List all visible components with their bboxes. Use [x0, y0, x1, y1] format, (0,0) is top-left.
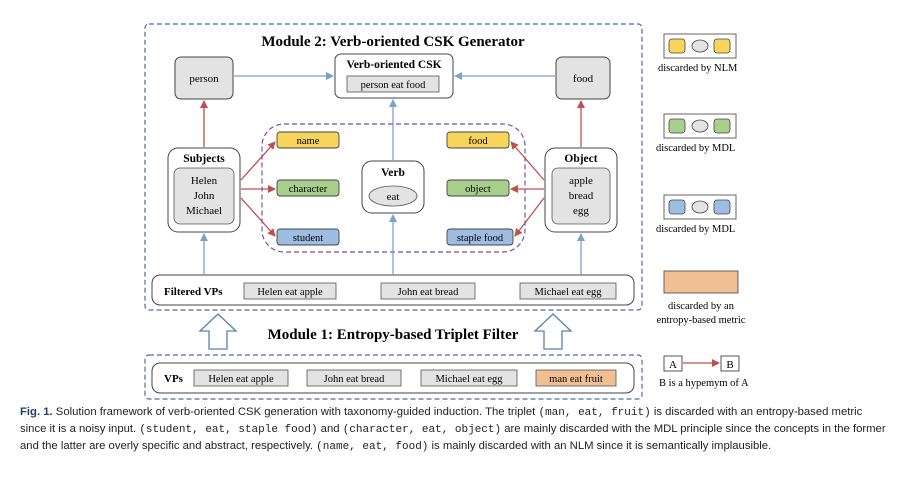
concept-staple-food: staple food — [457, 233, 504, 244]
concept-object-box — [446, 179, 510, 197]
verb-ellipse — [368, 185, 418, 207]
subjects-title: Subjects — [183, 153, 225, 165]
subject-item: Michael — [186, 205, 222, 217]
filtered-vp-box — [243, 282, 337, 300]
caption-triplet: (student, eat, staple food) — [139, 424, 318, 436]
figure-caption: Fig. 1. Solution framework of verb-orien… — [20, 404, 888, 455]
vp-box-noisy — [535, 369, 617, 387]
filtered-vp: John eat bread — [398, 287, 459, 298]
csk-example: person eat food — [361, 80, 426, 91]
arrow-subjects-to-student — [240, 197, 276, 237]
top-object-label: food — [573, 73, 594, 85]
verb-value: eat — [387, 191, 400, 203]
concept-character: character — [289, 184, 328, 195]
legend-node-b-box — [720, 355, 740, 372]
legend-nlm-right — [713, 38, 731, 54]
legend-hypernym-label: B is a hypemym of A — [659, 378, 749, 389]
legend-mdl-blue-mid — [691, 200, 709, 214]
legend-mdl-blue-right — [713, 199, 731, 215]
vp-box — [306, 369, 402, 387]
subjects-inner — [173, 167, 235, 225]
module2-title: Module 2: Verb-oriented CSK Generator — [261, 34, 525, 50]
filtered-vps-label: Filtered VPs — [164, 286, 223, 298]
csk-example-box — [346, 75, 440, 93]
concept-name: name — [297, 136, 320, 147]
concept-character-box — [276, 179, 340, 197]
arrow-object-to-staple-food — [514, 197, 545, 237]
legend-mdl-green-left — [668, 118, 686, 134]
object-inner — [551, 167, 611, 225]
object-item: bread — [569, 190, 594, 202]
concept-food-box — [446, 131, 510, 149]
concept-student: student — [293, 233, 323, 244]
object-item: apple — [569, 175, 593, 187]
concept-student-box — [276, 228, 340, 246]
concept-name-box — [276, 131, 340, 149]
caption-label: Fig. 1. — [20, 406, 53, 418]
legend-node-a: A — [669, 359, 677, 371]
legend-node-a-box — [663, 355, 683, 372]
filtered-vp: Helen eat apple — [257, 287, 323, 298]
legend-nlm-left — [668, 38, 686, 54]
caption-triplet: (man, eat, fruit) — [538, 407, 651, 419]
module2-container — [144, 23, 643, 311]
csk-title: Verb-oriented CSK — [346, 59, 441, 71]
vp-noisy: man eat fruit — [549, 374, 603, 385]
caption-text: and — [317, 423, 343, 435]
arrow-subjects-to-name — [240, 141, 276, 181]
legend-mdl-green-right — [713, 118, 731, 134]
object-title: Object — [564, 153, 597, 165]
vps-label: VPs — [164, 373, 184, 385]
vp-box — [193, 369, 289, 387]
hollow-up-arrow-right — [533, 313, 573, 350]
legend-nlm-label: discarded by NLM — [658, 63, 738, 74]
concept-staple-food-box — [446, 228, 514, 246]
filtered-vp-box — [519, 282, 617, 300]
legend-entropy-line2: entropy-based metric — [657, 315, 746, 326]
verb-title: Verb — [381, 167, 405, 179]
concept-object: object — [465, 184, 491, 195]
legend-entropy-line1: discarded by an — [668, 301, 735, 312]
legend-mdl-blue-left — [668, 199, 686, 215]
subject-item: John — [194, 190, 215, 202]
subject-item: Helen — [191, 175, 218, 187]
caption-text: is discarded with an entropy-based metri… — [20, 406, 863, 435]
top-object-box — [555, 56, 611, 100]
filtered-vp: Michael eat egg — [534, 287, 602, 298]
hollow-up-arrow-left — [198, 313, 238, 350]
concept-food: food — [468, 136, 488, 147]
framework-figure: Module 2: Verb-oriented CSK Generator Ve… — [144, 23, 749, 400]
module1-title: Module 1: Entropy-based Triplet Filter — [268, 327, 519, 343]
vps-container — [144, 354, 643, 400]
caption-triplet: (name, eat, food) — [316, 441, 429, 453]
legend-entropy-swatch — [663, 270, 739, 294]
legend-mdl-green-mid — [691, 119, 709, 133]
top-subject-box — [174, 56, 234, 100]
vp: Helen eat apple — [208, 374, 274, 385]
legend-mdl-green-label: discarded by MDL — [656, 143, 735, 154]
vp: John eat bread — [324, 374, 385, 385]
top-subject-label: person — [189, 73, 219, 85]
caption-triplet: (character, eat, object) — [342, 424, 502, 436]
legend-mdl-blue-label: discarded by MDL — [656, 224, 735, 235]
legend-nlm-mid — [691, 39, 709, 53]
filtered-vp-box — [380, 282, 476, 300]
caption-text: are mainly discarded with the MDL princi… — [20, 423, 886, 452]
caption-text: is mainly discarded with an NLM since it… — [428, 440, 772, 452]
vp-box — [420, 369, 518, 387]
caption-text: Solution framework of verb-oriented CSK … — [52, 406, 539, 418]
arrow-object-to-food-concept — [510, 141, 545, 181]
vp: Michael eat egg — [435, 374, 503, 385]
legend-node-b: B — [726, 359, 733, 371]
object-item: egg — [573, 205, 589, 217]
